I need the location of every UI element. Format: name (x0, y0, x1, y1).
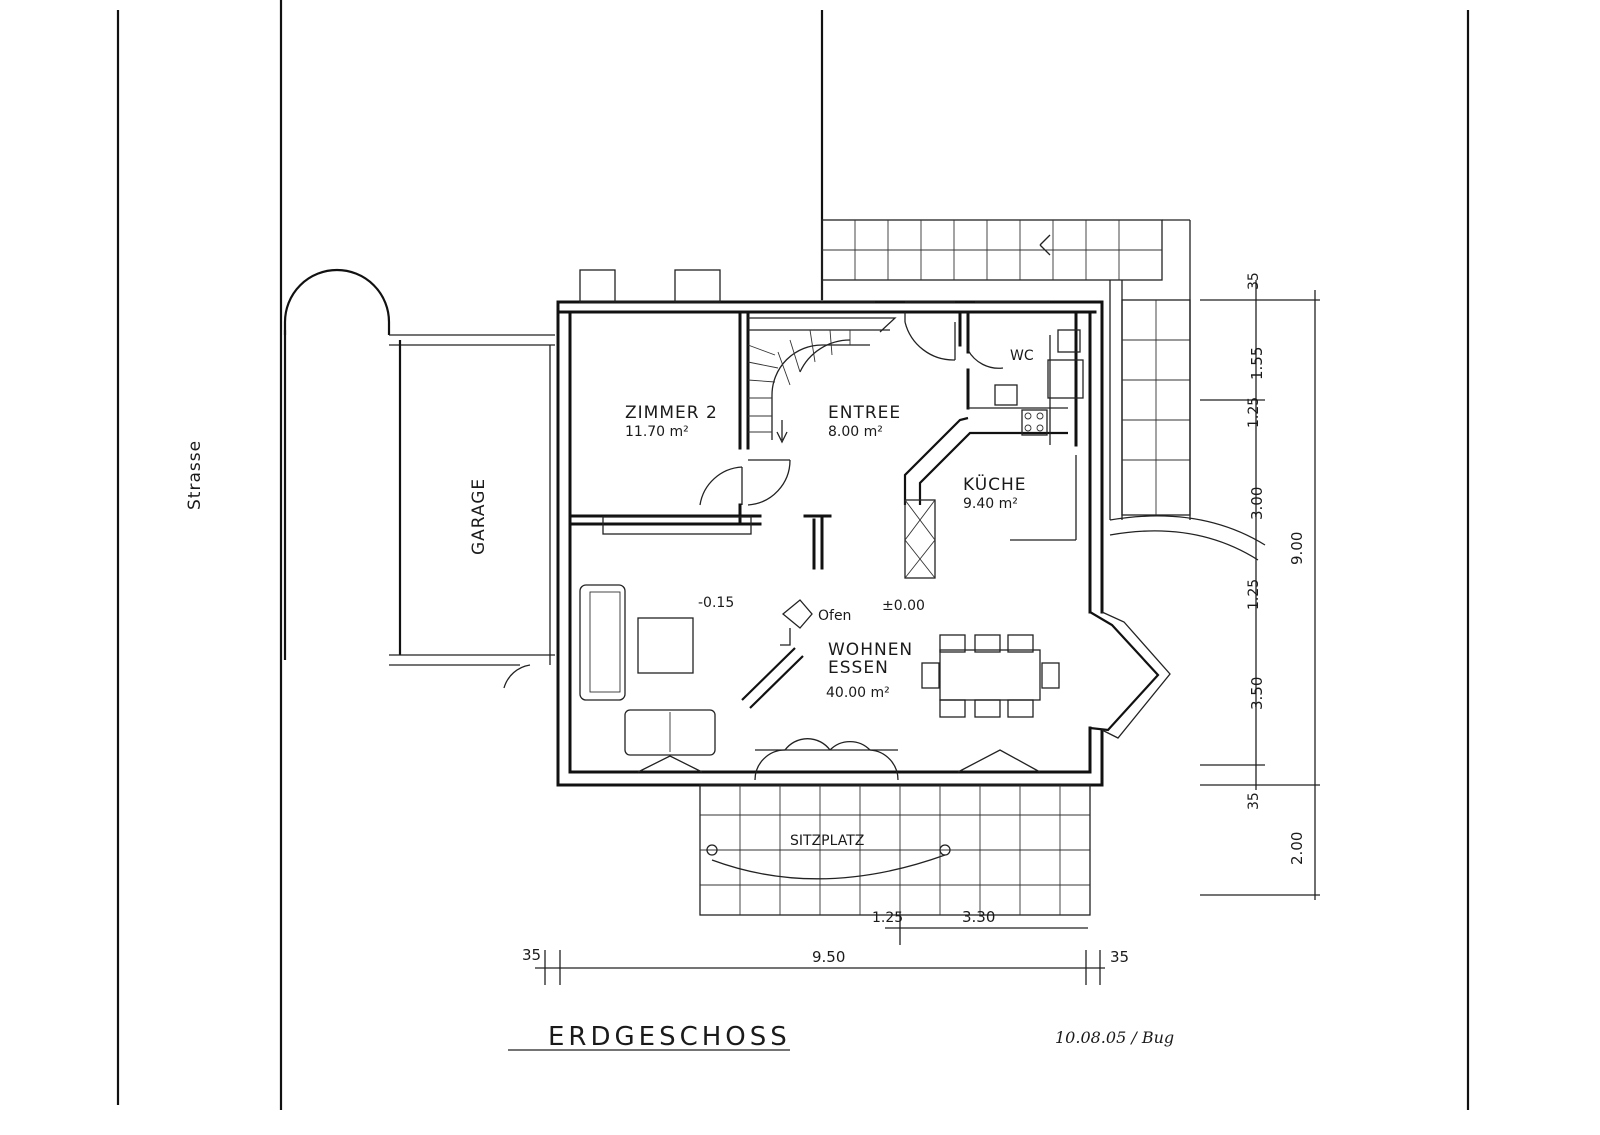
dim-terrace-offset: 1.25 (872, 910, 903, 926)
street-label: Strasse (185, 440, 205, 510)
dim-left: 35 (522, 946, 541, 964)
wohnen-area: 40.00 m² (826, 685, 890, 701)
dim-v-350: 3.50 (1248, 677, 1266, 710)
entree-name: ENTREE (828, 403, 901, 423)
dim-right: 35 (1110, 948, 1129, 966)
dim-v-125-a: 1.25 (1246, 397, 1262, 428)
dim-v-155: 1.55 (1248, 347, 1266, 380)
dim-terrace-width: 3.30 (962, 908, 995, 926)
dim-v-35-top: 35 (1246, 272, 1262, 290)
dim-v-total: 9.00 (1288, 532, 1306, 565)
entree-area: 8.00 m² (828, 424, 883, 440)
dim-v-terrace: 2.00 (1288, 832, 1306, 865)
level-main: ±0.00 (882, 598, 925, 614)
wohnen-name: WOHNEN (828, 640, 913, 660)
top-windows (579, 269, 1050, 303)
essen-name: ESSEN (828, 658, 889, 678)
dimension-lines (535, 280, 1320, 985)
date-signature: 10.08.05 / Bug (1055, 1028, 1174, 1047)
zimmer-area: 11.70 m² (625, 424, 689, 440)
sitzplatz-label: SITZPLATZ (790, 833, 864, 849)
ofen-label: Ofen (818, 608, 851, 624)
dining-table (921, 634, 1060, 718)
garage-label: GARAGE (469, 478, 489, 555)
staircase (747, 317, 897, 444)
doors (699, 321, 1041, 781)
dim-v-125-b: 1.25 (1246, 579, 1262, 610)
kueche-area: 9.40 m² (963, 496, 1018, 512)
kueche-name: KÜCHE (963, 473, 1027, 495)
paving-top (821, 219, 1266, 561)
kitchen (903, 329, 1084, 579)
dim-v-300: 3.00 (1248, 487, 1266, 520)
garage: GARAGE (283, 268, 555, 689)
sheet-frame (116, 0, 1470, 1110)
terrace (699, 784, 1091, 916)
dim-v-35-bottom: 35 (1246, 792, 1262, 810)
living-furniture (579, 516, 813, 773)
wc-label: WC (1010, 348, 1034, 364)
zimmer-name: ZIMMER 2 (625, 403, 718, 423)
level-living: -0.15 (698, 595, 734, 611)
sheet-title: ERDGESCHOSS (548, 1022, 791, 1052)
dim-width: 9.50 (812, 948, 845, 966)
house-walls (556, 300, 1171, 787)
